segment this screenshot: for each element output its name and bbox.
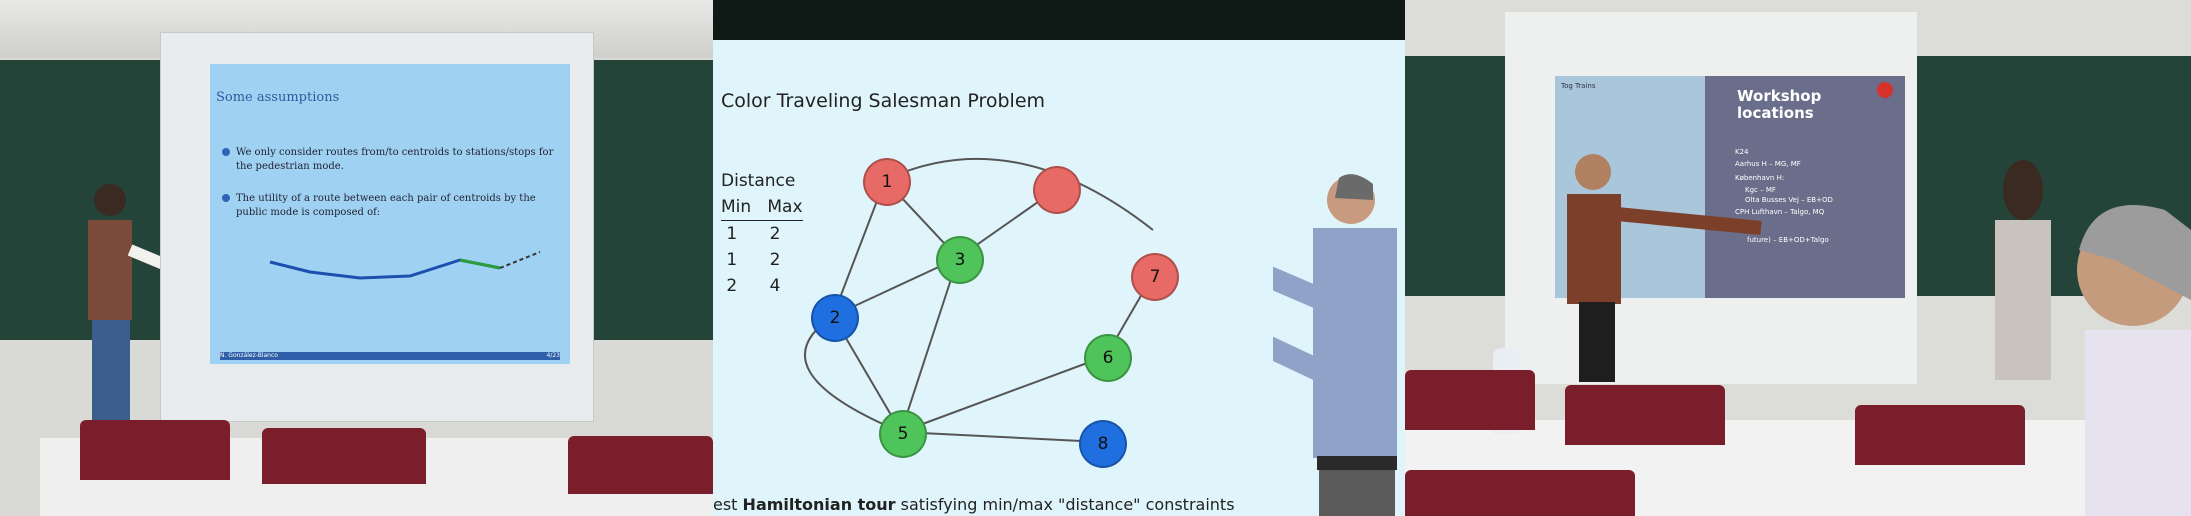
graph-node: 2 xyxy=(811,294,859,342)
photo-panel-tsp-slide: Color Traveling Salesman Problem Distanc… xyxy=(713,0,1405,516)
list-item: CPH Lufthavn – Talgo, MQ xyxy=(1735,208,1825,216)
chair xyxy=(262,428,426,484)
route-utility-diagram xyxy=(269,251,541,280)
graph-node: 1 xyxy=(863,158,911,206)
slide-title: Some assumptions xyxy=(216,90,340,105)
audience-man-foreground xyxy=(2077,205,2191,516)
map-label: Tog Trains xyxy=(1561,82,1596,90)
table-row: 1 2 xyxy=(726,224,781,244)
list-item: K24 xyxy=(1735,148,1749,156)
slide-footer: N. González-Blanco 4/23 xyxy=(220,352,560,360)
chair xyxy=(1565,385,1725,445)
list-item: Kgc – MF xyxy=(1745,186,1776,194)
distance-table: Distance Min Max 1 2 1 2 2 4 xyxy=(721,168,803,299)
table-row: 2 4 xyxy=(726,276,781,296)
graph-node xyxy=(1033,166,1081,214)
list-item: future) – EB+OD+Talgo xyxy=(1747,236,1829,244)
audience-woman-standing xyxy=(1995,160,2051,380)
list-item: København H: xyxy=(1735,174,1785,182)
presenter-woman-pointing xyxy=(1567,154,1762,382)
table-row: 1 2 xyxy=(726,250,781,270)
bullet-dot-icon xyxy=(222,148,230,156)
table-header: Max xyxy=(767,197,803,217)
chair xyxy=(80,420,230,480)
graph-node: 5 xyxy=(879,410,927,458)
list-item: Aarhus H – MG, MF xyxy=(1735,160,1801,168)
bullet-dot-icon xyxy=(222,194,230,202)
slide-bullet: We only consider routes from/to centroid… xyxy=(222,146,556,174)
table-header: Min xyxy=(721,197,752,217)
projected-slide: Some assumptions We only consider routes… xyxy=(210,64,570,364)
photo-panel-workshop-slide: Tog Trains Workshop locations K24 Aarhus… xyxy=(1405,0,2191,516)
slide-bullet: The utility of a route between each pair… xyxy=(222,192,556,220)
chair xyxy=(1855,405,2025,465)
graph-node: 7 xyxy=(1131,253,1179,301)
dsb-logo-icon xyxy=(1877,82,1893,98)
chair xyxy=(1405,370,1535,430)
list-item: Olta Busses Vej – EB+OD xyxy=(1745,196,1833,204)
chair xyxy=(1405,470,1635,516)
chair xyxy=(568,436,713,494)
slide-title: Color Traveling Salesman Problem xyxy=(721,90,1046,112)
presenter-man xyxy=(1273,174,1397,516)
slide-caption: est Hamiltonian tour satisfying min/max … xyxy=(713,495,1235,514)
graph-node: 6 xyxy=(1084,334,1132,382)
table-label: Distance xyxy=(721,171,796,191)
graph-node: 3 xyxy=(936,236,984,284)
presenter-woman xyxy=(88,184,160,425)
slide-heading: Workshop locations xyxy=(1737,87,1822,122)
graph-node: 8 xyxy=(1079,420,1127,468)
photo-panel-lecture-assumptions: Some assumptions We only consider routes… xyxy=(0,0,713,516)
